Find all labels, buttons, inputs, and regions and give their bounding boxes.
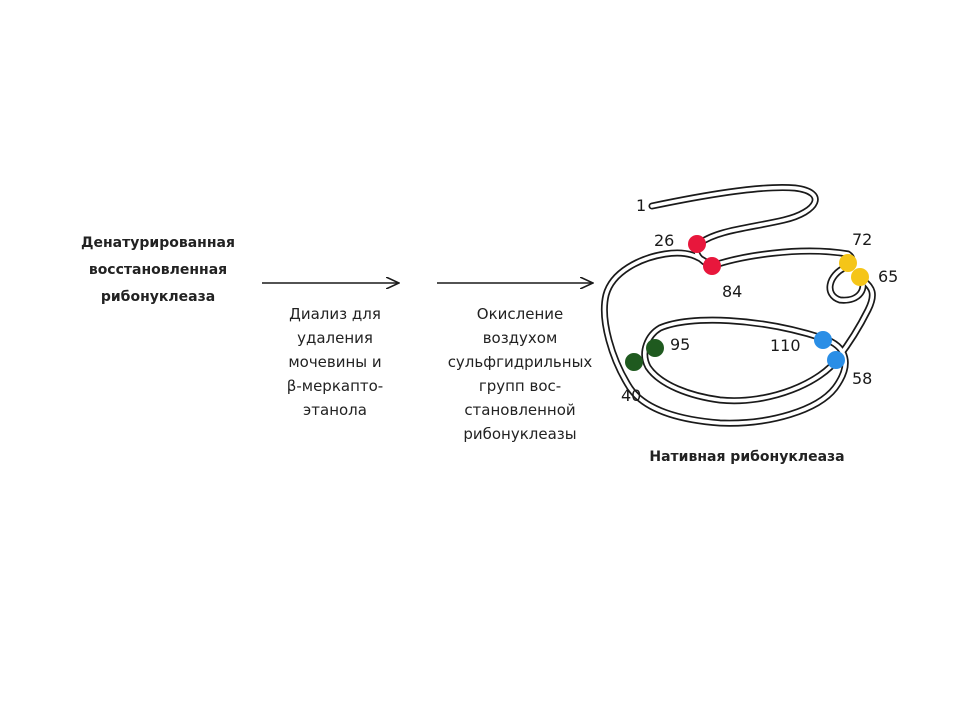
start-state-label: Денатурированная восстановленная рибонук… <box>58 230 258 311</box>
cysteine-84-dot <box>703 257 721 275</box>
residue-label-95: 95 <box>670 335 690 354</box>
step2-description: Окисление воздухом сульфгидрильных групп… <box>420 302 620 446</box>
start-label-line: восстановленная <box>88 262 228 278</box>
step1-line: удаления <box>297 329 373 347</box>
step1-description: Диализ для удаления мочевины и β-меркапт… <box>260 302 410 422</box>
residue-label-1: 1 <box>636 196 646 215</box>
step2-line: Окисление <box>476 305 564 323</box>
residue-label-58: 58 <box>852 369 872 388</box>
cysteine-95-dot <box>646 339 664 357</box>
step2-line: рибонуклеазы <box>463 425 577 443</box>
residue-label-110: 110 <box>770 336 801 355</box>
bond-40-95 <box>625 339 664 371</box>
step2-line: групп вос- <box>478 377 562 395</box>
step2-line: становленной <box>464 401 576 419</box>
cysteine-72-dot <box>839 254 857 272</box>
cysteine-110-dot <box>814 331 832 349</box>
bond-58-110 <box>814 331 845 369</box>
cysteine-26-dot <box>688 235 706 253</box>
step1-line: этанола <box>303 401 367 419</box>
residue-label-72: 72 <box>852 230 872 249</box>
cysteine-65-dot <box>851 268 869 286</box>
step1-line: β-меркапто- <box>286 377 384 395</box>
step1-line: Диализ для <box>289 305 381 323</box>
residue-label-84: 84 <box>722 282 742 301</box>
step2-line: сульфгидрильных <box>447 353 593 371</box>
residue-label-65: 65 <box>878 267 898 286</box>
step2-line: воздухом <box>482 329 558 347</box>
bond-26-84 <box>688 235 721 275</box>
cysteine-58-dot <box>827 351 845 369</box>
native-state-label: Нативная рибонуклеаза <box>649 449 845 465</box>
step1-line: мочевины и <box>288 353 382 371</box>
start-label-line: Денатурированная <box>81 235 235 251</box>
polypeptide-chain <box>600 184 876 427</box>
residue-label-26: 26 <box>654 231 674 250</box>
bond-65-72 <box>839 254 869 286</box>
start-label-line: рибонуклеаза <box>100 289 216 305</box>
residue-label-40: 40 <box>621 386 641 405</box>
cysteine-40-dot <box>625 353 643 371</box>
